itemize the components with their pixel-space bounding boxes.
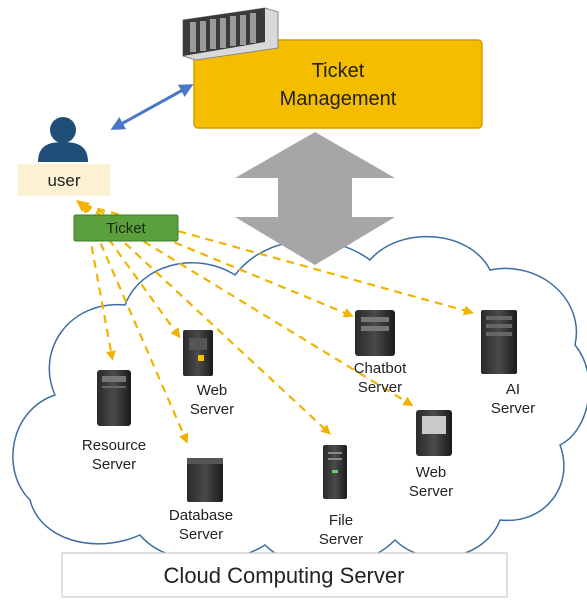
- web-server-1-icon: [183, 330, 213, 376]
- web-server-2-label-line1: Web: [416, 464, 447, 481]
- web-server-2-label-line2: Server: [409, 483, 453, 500]
- arrow-ai-server: [83, 203, 474, 316]
- user-label: user: [47, 171, 80, 190]
- database-server-icon: [187, 458, 223, 502]
- resource-server-label-line1: Resource: [82, 437, 146, 454]
- resource-server-icon: [97, 370, 131, 426]
- web-server-2-icon: [416, 410, 452, 456]
- arrow-resource-server: [82, 204, 116, 361]
- ticket-management-title-line1: Ticket: [312, 60, 365, 82]
- chatbot-server-icon: [355, 310, 395, 356]
- ticket-management-box: [193, 39, 483, 129]
- rack-server-icon: [182, 7, 279, 61]
- database-server-label-line1: Database: [169, 507, 233, 524]
- chatbot-server-label-line2: Server: [358, 379, 402, 396]
- user-arrowhead: [76, 200, 90, 212]
- ticket-tag-label: Ticket: [106, 220, 146, 237]
- file-server-icon: [323, 445, 347, 499]
- ai-server-label-line1: AI: [506, 381, 520, 398]
- web-server-1-label-line2: Server: [190, 401, 234, 418]
- database-server-label-line2: Server: [179, 526, 223, 543]
- file-server-label-line2: Server: [319, 531, 363, 548]
- user-icon: [38, 117, 88, 162]
- chatbot-server-label-line1: Chatbot: [354, 360, 407, 377]
- cloud-computing-server-box: [61, 552, 508, 598]
- web-server-1-label-line1: Web: [197, 382, 228, 399]
- cloud-computing-server-label: Cloud Computing Server: [164, 563, 405, 588]
- user-label-box: [18, 164, 110, 196]
- ai-server-icon: [481, 310, 517, 374]
- arrow-database-server: [82, 204, 189, 444]
- resource-server-label-line2: Server: [92, 456, 136, 473]
- ticket-tag: [73, 214, 179, 242]
- file-server-label-line1: File: [329, 512, 353, 529]
- ai-server-label-line2: Server: [491, 400, 535, 417]
- cloud-shape: [12, 235, 587, 568]
- management-link-arrow: [235, 132, 395, 265]
- arrow-web-server-1: [83, 204, 181, 339]
- user-management-arrow: [110, 84, 194, 130]
- ticket-management-title-line2: Management: [280, 88, 397, 110]
